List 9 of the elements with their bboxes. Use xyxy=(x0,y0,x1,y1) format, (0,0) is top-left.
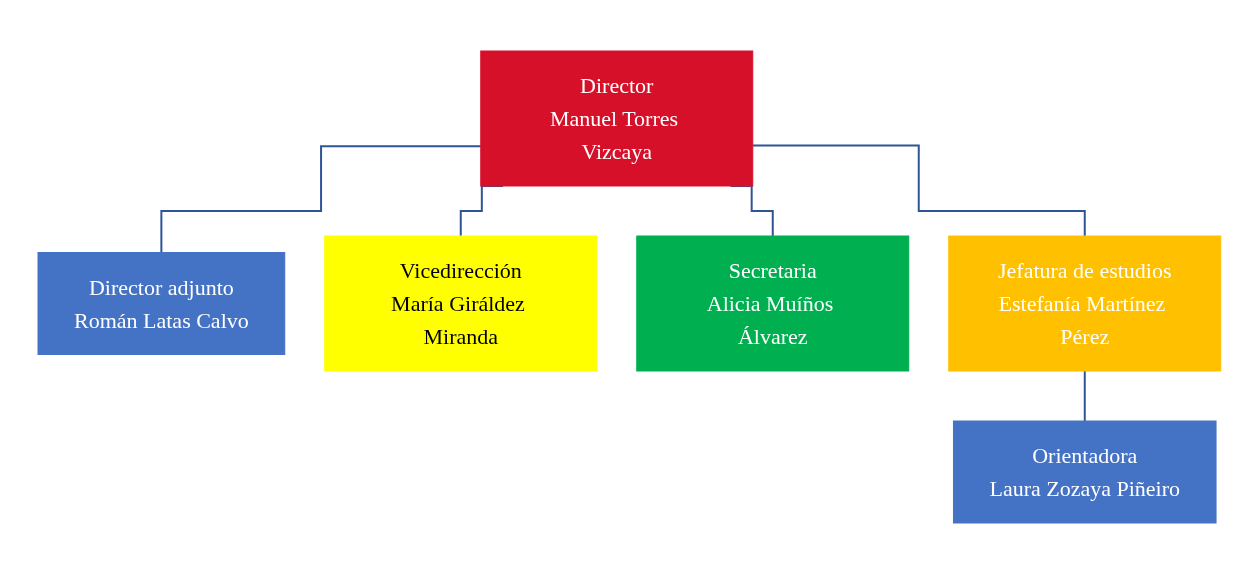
node-box: Orientadora Laura Zozaya Piñeiro xyxy=(952,420,1217,524)
node-box: Secretaria Alicia Muíños Álvarez xyxy=(635,235,909,372)
node-box: Director adjunto Román Latas Calvo xyxy=(37,252,285,355)
connector xyxy=(751,144,1086,237)
node-box: Vicedirección María Giráldez Miranda xyxy=(323,235,597,372)
connector xyxy=(160,145,482,254)
node-box: Director Manuel Torres Vizcaya xyxy=(479,50,753,187)
connector xyxy=(1083,370,1086,422)
node-box: Jefatura de estudios Estefanía Martínez Pérez xyxy=(947,235,1221,372)
